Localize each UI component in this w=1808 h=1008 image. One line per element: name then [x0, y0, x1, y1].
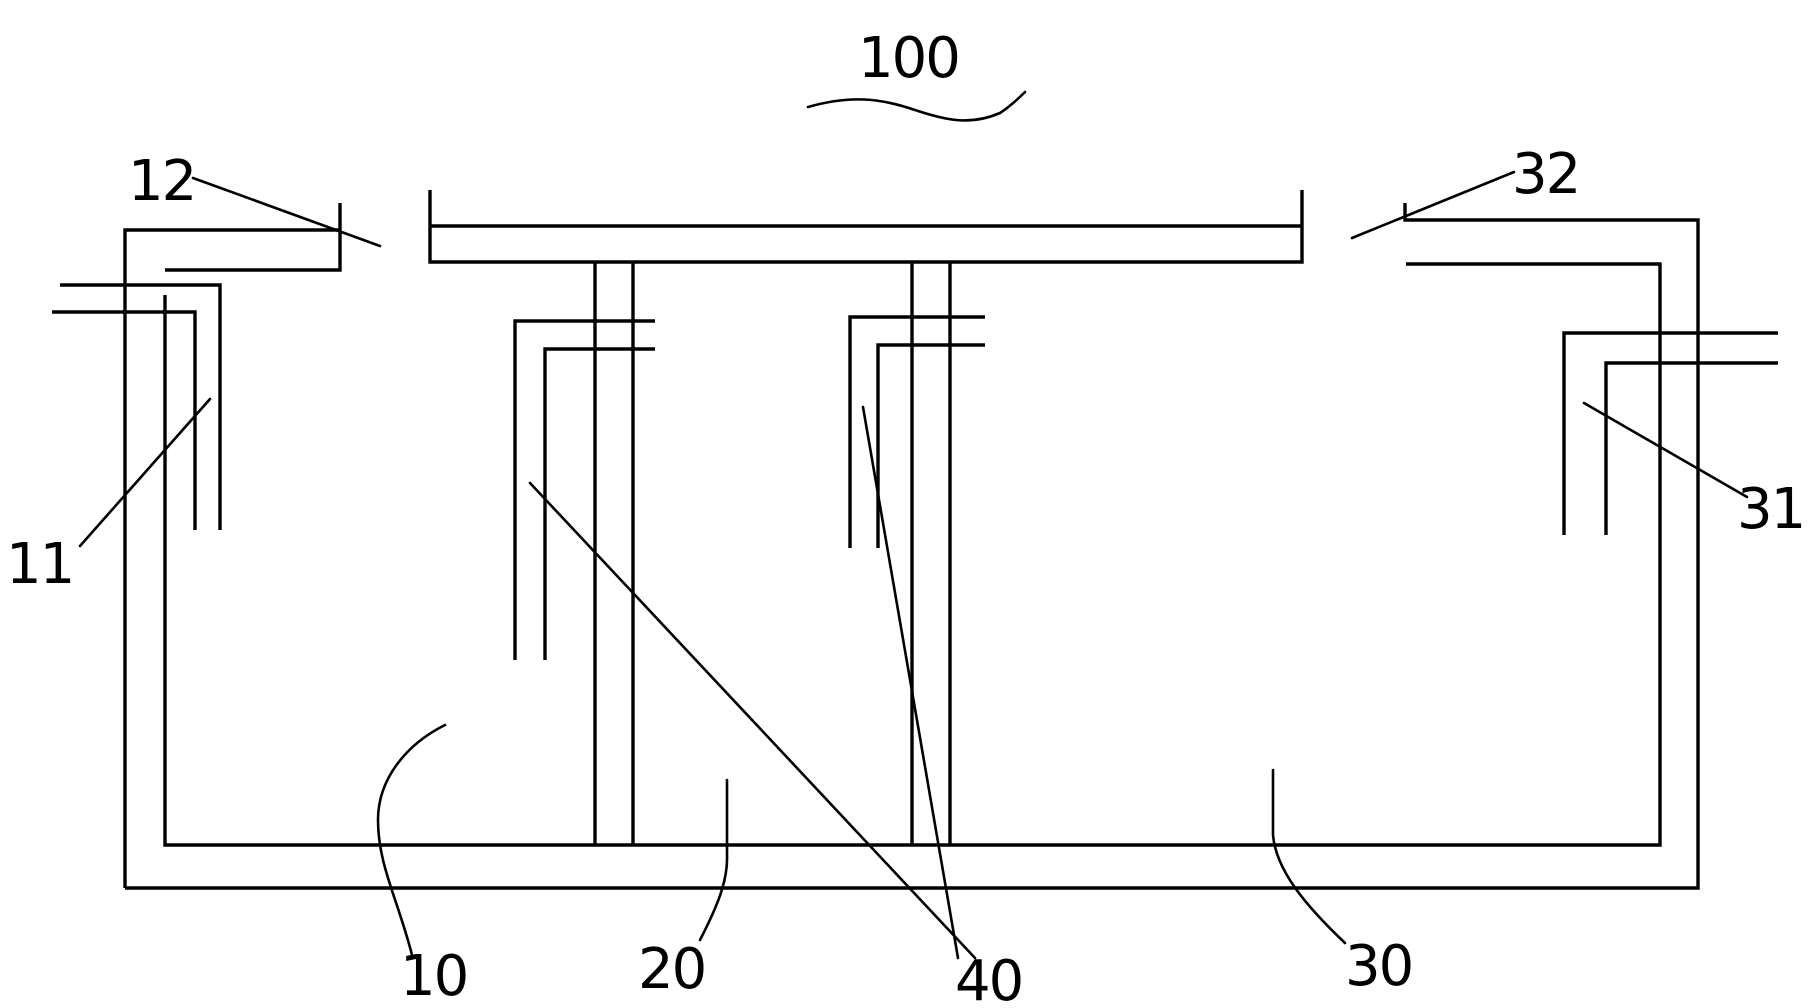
riser-pipe-left — [513, 319, 655, 660]
leader-40-a — [528, 481, 977, 960]
leader-11 — [78, 397, 212, 548]
riser-pipe-right — [848, 315, 985, 548]
label-31: 31 — [1737, 477, 1804, 542]
top-distribution-pipe — [428, 190, 1304, 264]
leader-40-b — [861, 405, 960, 960]
label-11: 11 — [6, 532, 73, 597]
reference-numerals: 100 12 32 11 31 10 20 40 30 — [6, 26, 1806, 1008]
leader-20 — [698, 778, 729, 942]
leader-12 — [191, 176, 382, 248]
outlet-pipe-31 — [1562, 331, 1778, 535]
label-40: 40 — [955, 949, 1022, 1008]
leader-lines — [78, 90, 1749, 960]
leader-31 — [1582, 401, 1749, 499]
leader-10 — [376, 723, 447, 957]
leader-32 — [1350, 170, 1516, 240]
tank-inner-wall — [163, 230, 1662, 847]
leader-100 — [806, 90, 1027, 122]
tank-outer-wall — [123, 203, 1700, 890]
label-20: 20 — [638, 937, 705, 1002]
label-100: 100 — [858, 26, 959, 91]
label-12: 12 — [128, 149, 195, 214]
partition-wall-right — [910, 262, 952, 845]
inlet-pipe-11 — [52, 283, 222, 530]
label-30: 30 — [1345, 934, 1412, 999]
leader-30 — [1271, 768, 1347, 945]
label-32: 32 — [1512, 142, 1579, 207]
label-10: 10 — [400, 944, 467, 1008]
